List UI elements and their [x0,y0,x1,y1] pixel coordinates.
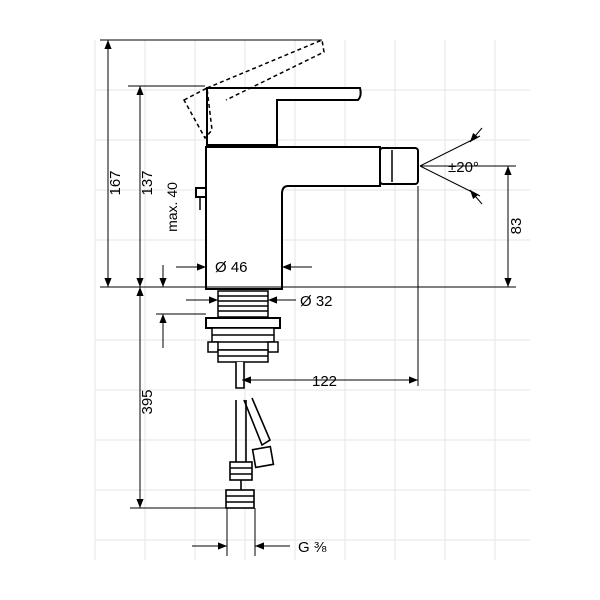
lever-open-dashed [182,38,325,140]
background-grid [94,40,530,560]
dimension-lines [100,39,516,556]
dim-overall-height: 167 [107,170,124,195]
dim-swivel-angle: ±20° [448,159,479,176]
dim-projection: 122 [312,373,337,390]
faucet-body [195,146,419,290]
dim-connection-thread: G ⅜ [298,539,327,556]
dim-spout-height: 137 [139,170,156,195]
dim-shank-diameter: Ø 32 [300,293,333,310]
dim-hose-length: 395 [139,389,156,414]
threaded-shank [205,290,281,363]
dim-outlet-height: 83 [508,218,525,235]
dim-max-lever: max. 40 [164,182,180,232]
supply-hoses [225,362,275,509]
dim-body-diameter: Ø 46 [215,259,248,276]
lever-closed [206,87,362,146]
